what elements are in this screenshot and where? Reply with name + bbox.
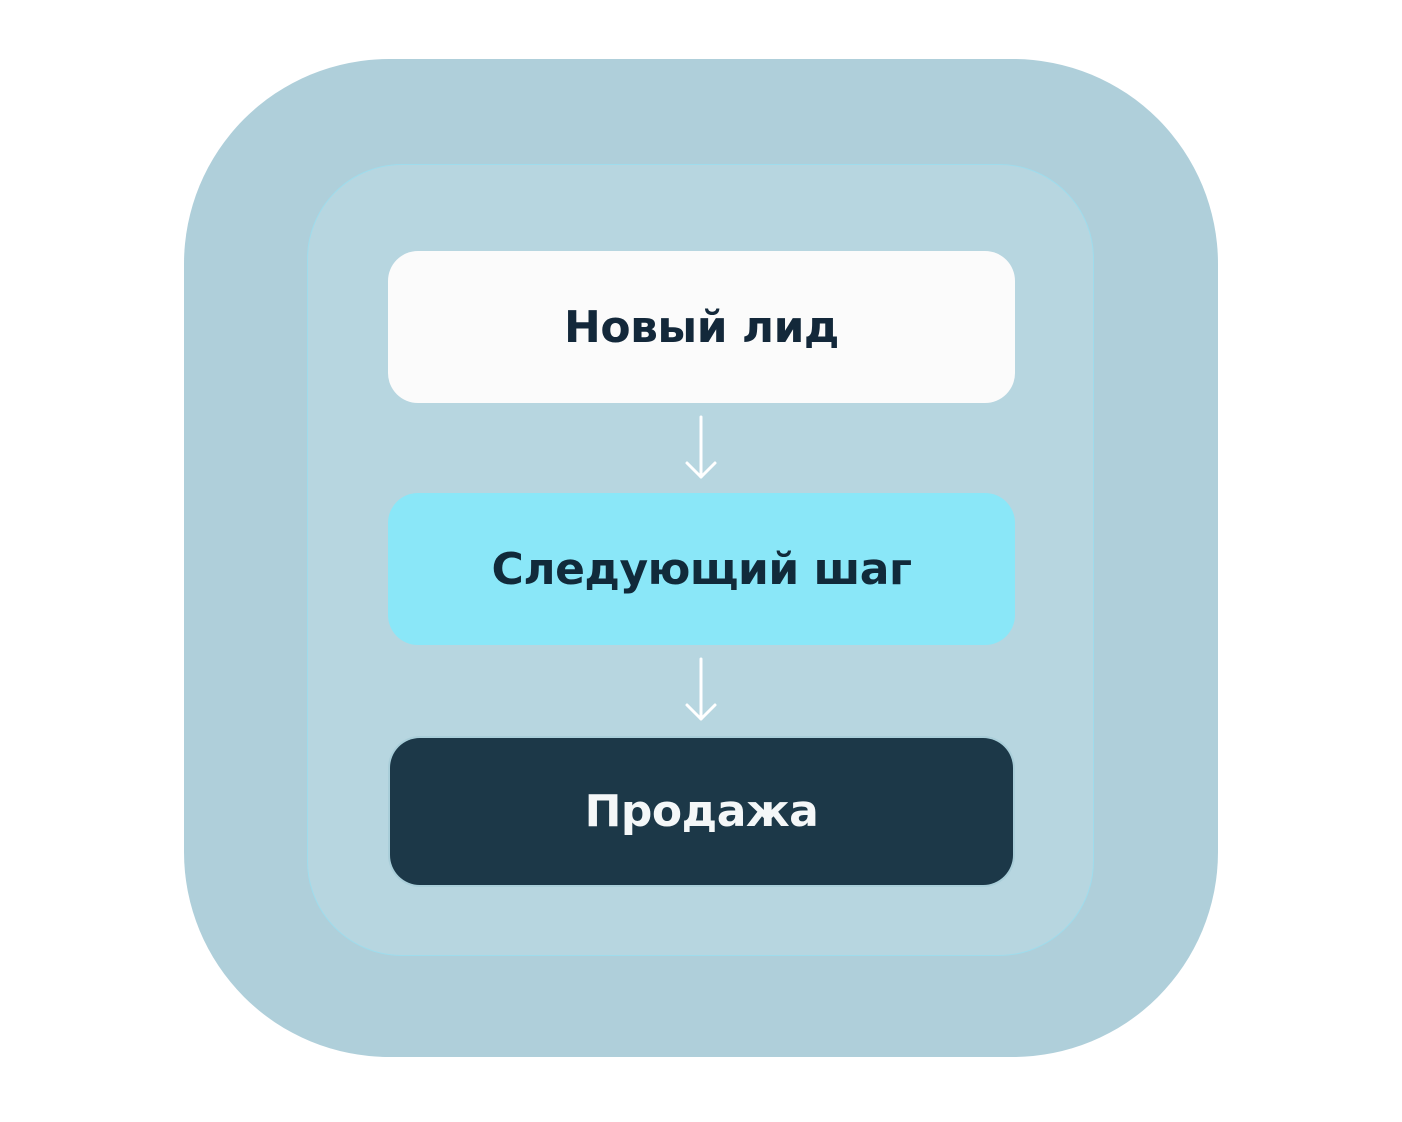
step-new-lead-label: Новый лид [564,301,839,353]
step-next-step-label: Следующий шаг [491,543,912,595]
arrow-down-icon [685,415,717,479]
step-sale-label: Продажа [584,786,819,837]
step-next-step: Следующий шаг [388,493,1015,645]
step-sale: Продажа [390,738,1013,885]
step-new-lead: Новый лид [388,251,1015,403]
arrow-down-icon [685,657,717,721]
